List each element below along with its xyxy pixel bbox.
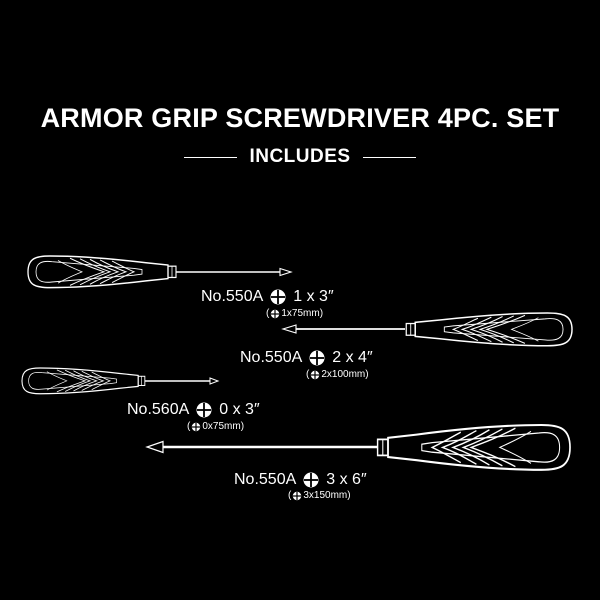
- phillips-cross-icon: [192, 422, 201, 432]
- screwdriver-560a-0x3: [21, 367, 220, 395]
- screwdriver-550a-2x4: [281, 312, 573, 347]
- item-4-metric-row: ( 3x150mm ): [288, 490, 351, 501]
- screwdriver-550a-3x6: [145, 423, 572, 471]
- phillips-cross-icon: [309, 350, 325, 366]
- item-2-model: No.550A: [240, 349, 303, 366]
- item-4-size: 3 x 6″: [326, 471, 367, 488]
- item-4-label: No.550A 3 x 6″: [234, 471, 367, 489]
- phillips-cross-icon: [311, 370, 320, 380]
- phillips-cross-icon: [196, 402, 212, 418]
- item-1-model: No.550A: [201, 288, 264, 305]
- item-1-metric-row: ( 1x75mm ): [266, 308, 324, 319]
- item-1-size: 1 x 3″: [293, 288, 334, 305]
- item-2-size: 2 x 4″: [332, 349, 373, 366]
- item-2-metric: 2x100mm: [321, 369, 366, 380]
- page-title: ARMOR GRIP SCREWDRIVER 4PC. SET: [40, 103, 560, 133]
- phillips-cross-icon: [303, 472, 319, 488]
- item-3-model: No.560A: [127, 401, 190, 418]
- phillips-cross-icon: [270, 289, 286, 305]
- item-3-metric: 0x75mm: [202, 421, 241, 432]
- subtitle-row: INCLUDES: [0, 146, 600, 168]
- item-4-model: No.550A: [234, 471, 297, 488]
- phillips-cross-icon: [293, 491, 302, 501]
- phillips-cross-icon: [271, 309, 280, 319]
- item-2-label: No.550A 2 x 4″: [240, 349, 373, 367]
- item-2-metric-row: ( 2x100mm ): [306, 369, 369, 380]
- item-3-label: No.560A 0 x 3″: [127, 401, 260, 419]
- item-1-label: No.550A 1 x 3″: [201, 288, 334, 306]
- screwdriver-550a-1x3: [27, 255, 293, 289]
- item-1-metric: 1x75mm: [281, 308, 320, 319]
- item-4-metric: 3x150mm: [303, 490, 348, 501]
- item-3-metric-row: ( 0x75mm ): [187, 421, 245, 432]
- subtitle: INCLUDES: [249, 146, 351, 167]
- divider-left: [184, 156, 238, 158]
- item-3-size: 0 x 3″: [219, 401, 260, 418]
- divider-right: [362, 156, 416, 158]
